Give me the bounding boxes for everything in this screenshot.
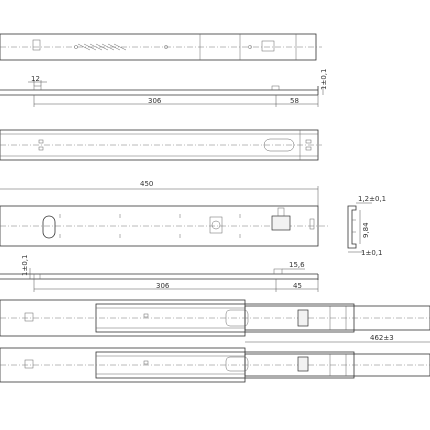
dim-1-mid: 1±0,1	[21, 255, 29, 276]
dim-45: 45	[293, 282, 302, 290]
dim-15-6: 15,6	[289, 261, 305, 269]
dim-450: 450	[140, 180, 153, 188]
view-cross-section: 1,2±0,1 9,84 1±0,1	[347, 195, 386, 257]
view-rail-profile: 12 306 58 1±0,1	[0, 69, 328, 107]
dim-9-84: 9,84	[362, 222, 370, 238]
view-extended-assembly: 462±3	[0, 299, 430, 343]
view-extended-assembly-2	[0, 347, 430, 383]
hatch-marks	[77, 43, 127, 51]
dim-462: 462±3	[370, 334, 394, 342]
dim-1-2: 1,2±0,1	[358, 195, 386, 203]
dim-1-side: 1±0,1	[361, 249, 382, 257]
view-rail-top	[0, 33, 322, 61]
view-profile-bottom: 1±0,1 15,6 306 45	[0, 255, 319, 292]
slot-marks	[59, 214, 241, 238]
view-inner-rail	[0, 129, 322, 161]
view-outer-rail: 450	[0, 180, 330, 247]
dim-306-top: 306	[148, 97, 162, 105]
dim-1-top: 1±0,1	[320, 69, 328, 90]
dim-58: 58	[290, 97, 299, 105]
dim-12: 12	[31, 75, 40, 83]
dim-306-mid: 306	[156, 282, 170, 290]
